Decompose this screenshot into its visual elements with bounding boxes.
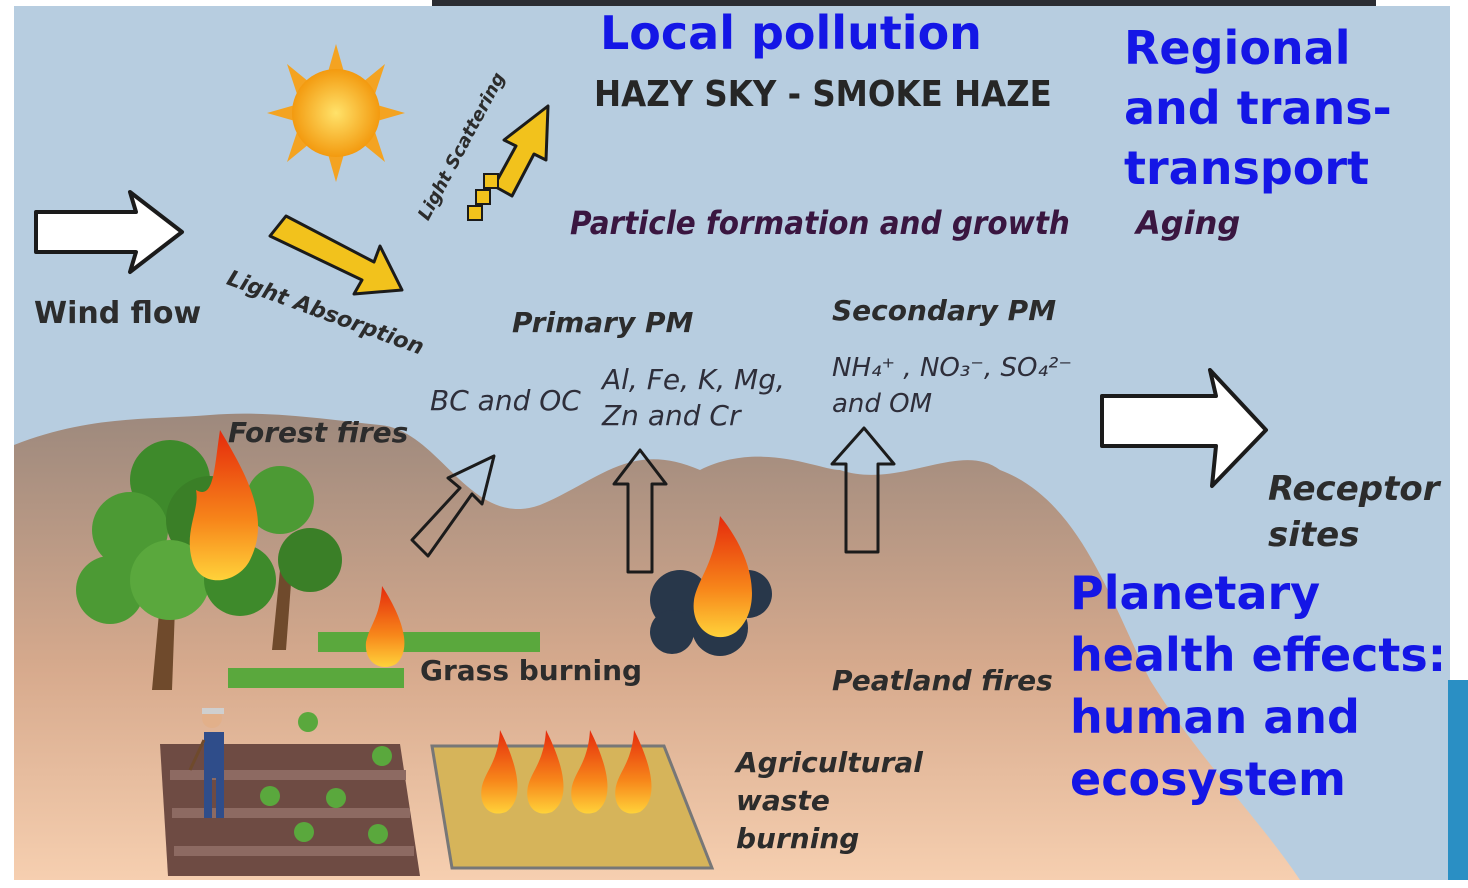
agricultural-burning-label: Agricultural waste burning [736, 746, 923, 855]
local-pollution-label: Local pollution [600, 6, 982, 60]
light-scattering-arrow [467, 104, 550, 221]
peatland-fires-label: Peatland fires [832, 664, 1053, 697]
light-absorption-arrow [268, 214, 404, 296]
metals-label: Al, Fe, K, Mg, Zn and Cr [602, 363, 785, 432]
wind-arrow-icon [34, 190, 184, 274]
primary-pm-label: Primary PM [512, 306, 694, 339]
fire-icon [189, 430, 259, 581]
secondary-pm-label: Secondary PM [832, 294, 1057, 327]
secondary-species-label: NH₄⁺ , NO₃⁻, SO₄²⁻ and OM [832, 353, 1073, 419]
farm-plot [160, 712, 420, 876]
regional-transport-label: Regional and trans- transport [1124, 21, 1392, 195]
particle-formation-label: Particle formation and growth [570, 204, 1070, 242]
aging-label: Aging [1136, 204, 1241, 242]
emission-arrow-bc-oc [410, 454, 496, 558]
planetary-health-label: Planetary health effects: human and ecos… [1070, 566, 1447, 806]
receptor-arrow-icon [1100, 368, 1268, 488]
burning-field [430, 744, 715, 870]
receptor-sites-label: Receptor sites [1268, 469, 1440, 555]
farmer-icon [188, 708, 224, 818]
grass-burning-label: Grass burning [420, 654, 643, 687]
bc-oc-label: BC and OC [430, 384, 581, 417]
emission-arrow-secondary [830, 426, 896, 554]
peat-fire-icon [693, 516, 752, 638]
wind-flow-label: Wind flow [34, 296, 202, 331]
hazy-sky-label: HAZY SKY - SMOKE HAZE [594, 74, 1052, 115]
sun-icon [267, 44, 405, 182]
field-fire-icons [481, 730, 652, 814]
forest-fires-label: Forest fires [228, 416, 409, 449]
grass-fire-icon [365, 586, 405, 668]
emission-arrow-metals [612, 448, 668, 574]
